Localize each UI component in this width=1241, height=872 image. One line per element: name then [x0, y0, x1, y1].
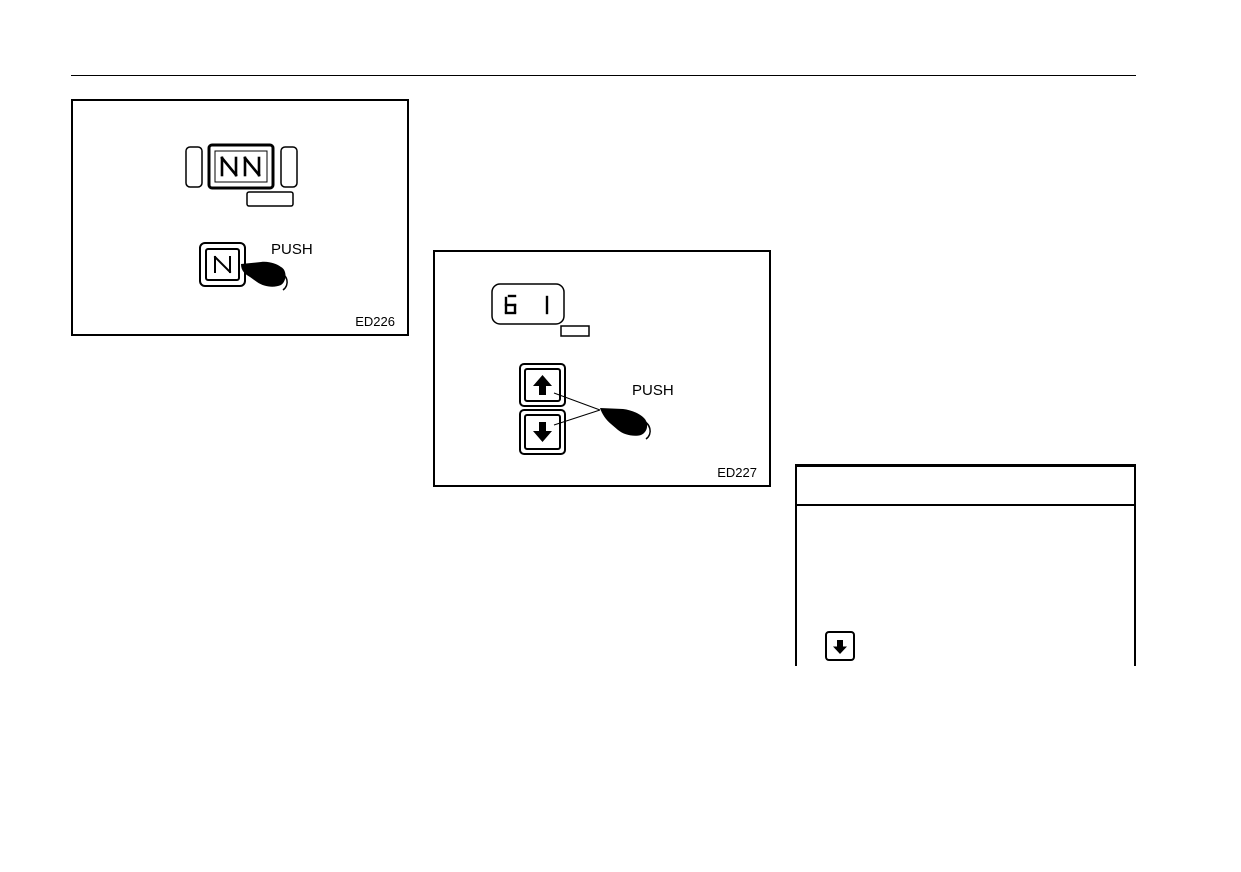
neutral-button-icon [199, 242, 246, 287]
figure-ed226: PUSH ED226 [71, 99, 409, 336]
indicator-bar [560, 325, 590, 337]
figure-ed227-illustration [491, 283, 651, 455]
header-rule [71, 75, 1136, 76]
up-arrow-button-icon [519, 363, 566, 407]
lcd-display-icon [491, 283, 565, 325]
push-label: PUSH [271, 241, 313, 258]
figure-ed227: PUSH ED227 [433, 250, 771, 487]
figure-ed226-illustration [185, 143, 298, 291]
figure-code: ED227 [717, 465, 757, 480]
lcd-display-icon [207, 143, 275, 190]
indicator-bar [246, 191, 294, 207]
leader-line-down [553, 409, 601, 426]
figure-code: ED226 [355, 314, 395, 329]
push-label: PUSH [632, 382, 674, 399]
note-box [795, 464, 1136, 666]
note-box-header [797, 467, 1134, 506]
display-left-segment [185, 146, 203, 188]
pointing-hand-icon [600, 408, 651, 440]
down-arrow-button-icon [825, 631, 855, 661]
pointing-hand-icon [241, 261, 288, 291]
down-arrow-button-icon [519, 409, 566, 455]
display-right-segment [280, 146, 298, 188]
leader-line-up [553, 392, 601, 411]
